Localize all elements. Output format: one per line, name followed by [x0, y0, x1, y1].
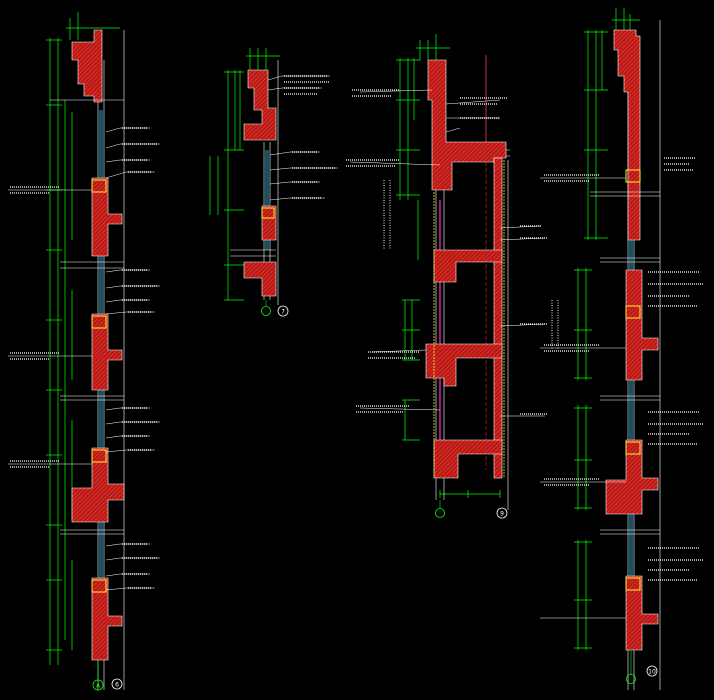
- slab-6-4: [91, 577, 123, 661]
- section-marker-10: 10: [626, 650, 658, 684]
- wall-section-7: 7: [209, 48, 338, 317]
- insulation-6: [91, 179, 107, 593]
- insulation-10: [625, 169, 641, 591]
- dimension-chain-7: [209, 48, 280, 301]
- parapet-6: [71, 29, 103, 103]
- dimension-chain-9: [396, 34, 501, 498]
- slab-6-3: [71, 447, 125, 523]
- wall-section-9: 9: [346, 34, 559, 519]
- slab-7-1: [261, 205, 277, 241]
- column-9: [493, 157, 503, 479]
- section-number-label: 6: [115, 682, 119, 689]
- section-number-label: 7: [281, 309, 285, 316]
- annotations-9: [349, 89, 546, 417]
- section-marker-9: 9: [435, 500, 508, 519]
- wall-section-10: 10: [540, 8, 704, 690]
- slab-6-2: [91, 313, 123, 391]
- slab-6-1: [91, 177, 123, 257]
- section-number-label: 9: [500, 511, 504, 518]
- slab-10-2: [605, 439, 659, 515]
- axis-label: A: [96, 683, 101, 690]
- beam-9-2: [425, 343, 503, 387]
- slab-10-3: [625, 575, 659, 651]
- section-number-label: 10: [648, 669, 656, 676]
- dimension-chain-6: [46, 12, 120, 665]
- section-marker-7: 7: [261, 300, 289, 317]
- wall-section-6: A 6: [8, 12, 160, 691]
- parapet-7: [243, 69, 277, 141]
- axis-marker-6: A 6: [92, 660, 123, 691]
- dimension-chain-10: [574, 8, 640, 650]
- beam-9-3: [433, 439, 503, 479]
- parapet-10: [613, 29, 641, 241]
- slab-7-2: [243, 261, 277, 297]
- beam-9-1: [433, 249, 503, 283]
- slab-10-1: [625, 269, 659, 381]
